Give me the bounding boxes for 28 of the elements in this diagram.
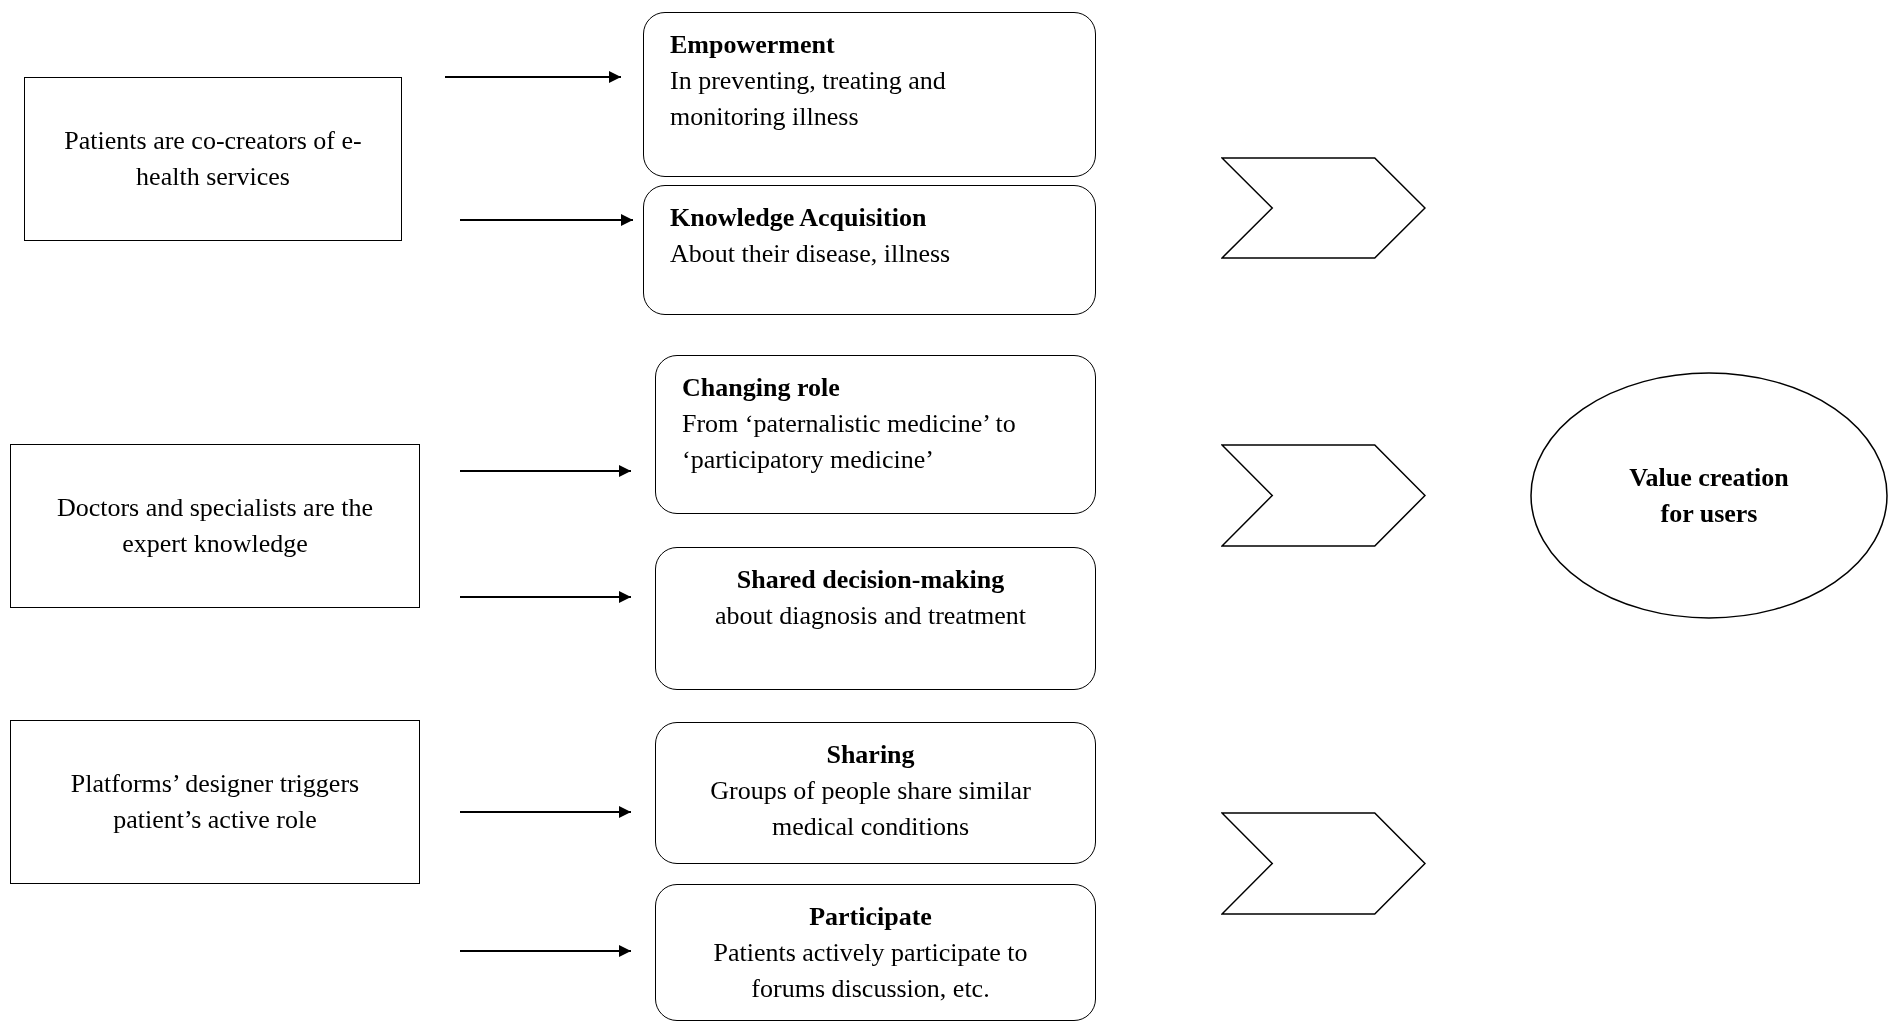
box-text: From ‘paternalistic medicine’ to ‘participatory medicine’ [682,408,1017,476]
box-heading: Knowledge Acquisition [670,202,928,234]
box-heading: Shared decision-making [735,564,1006,596]
arrow [459,591,632,603]
box-text: about diagnosis and treatment [713,600,1028,632]
rounded-box [655,355,1096,514]
arrow [444,71,622,83]
box-text: About their disease, illness [670,238,952,270]
arrow [459,945,632,957]
box-text: In preventing, treating and monitoring illness [670,65,947,133]
box-heading: Participate [808,901,933,933]
rounded-box [655,722,1096,864]
process-box: Patients are co-creators of e-health services [24,77,402,241]
box-heading: Empowerment [670,29,836,61]
box-text: Groups of people share similar medical conditions [709,775,1032,843]
rounded-box [655,884,1096,1021]
process-box: Platforms’ designer triggers patient’s active role [10,720,420,884]
rounded-box [643,12,1096,177]
process-box: Doctors and specialists are the expert knowledge [10,444,420,608]
box-heading: Sharing [825,739,916,771]
box-heading: Changing role [682,372,841,404]
arrow [459,806,632,818]
rounded-box [643,185,1096,315]
box-text: Patients actively participate to forums discussion, etc. [712,937,1029,1005]
arrow [459,214,634,226]
rounded-box [655,547,1096,690]
arrow [459,465,632,477]
ellipse-text: Value creation for users [1628,461,1790,530]
